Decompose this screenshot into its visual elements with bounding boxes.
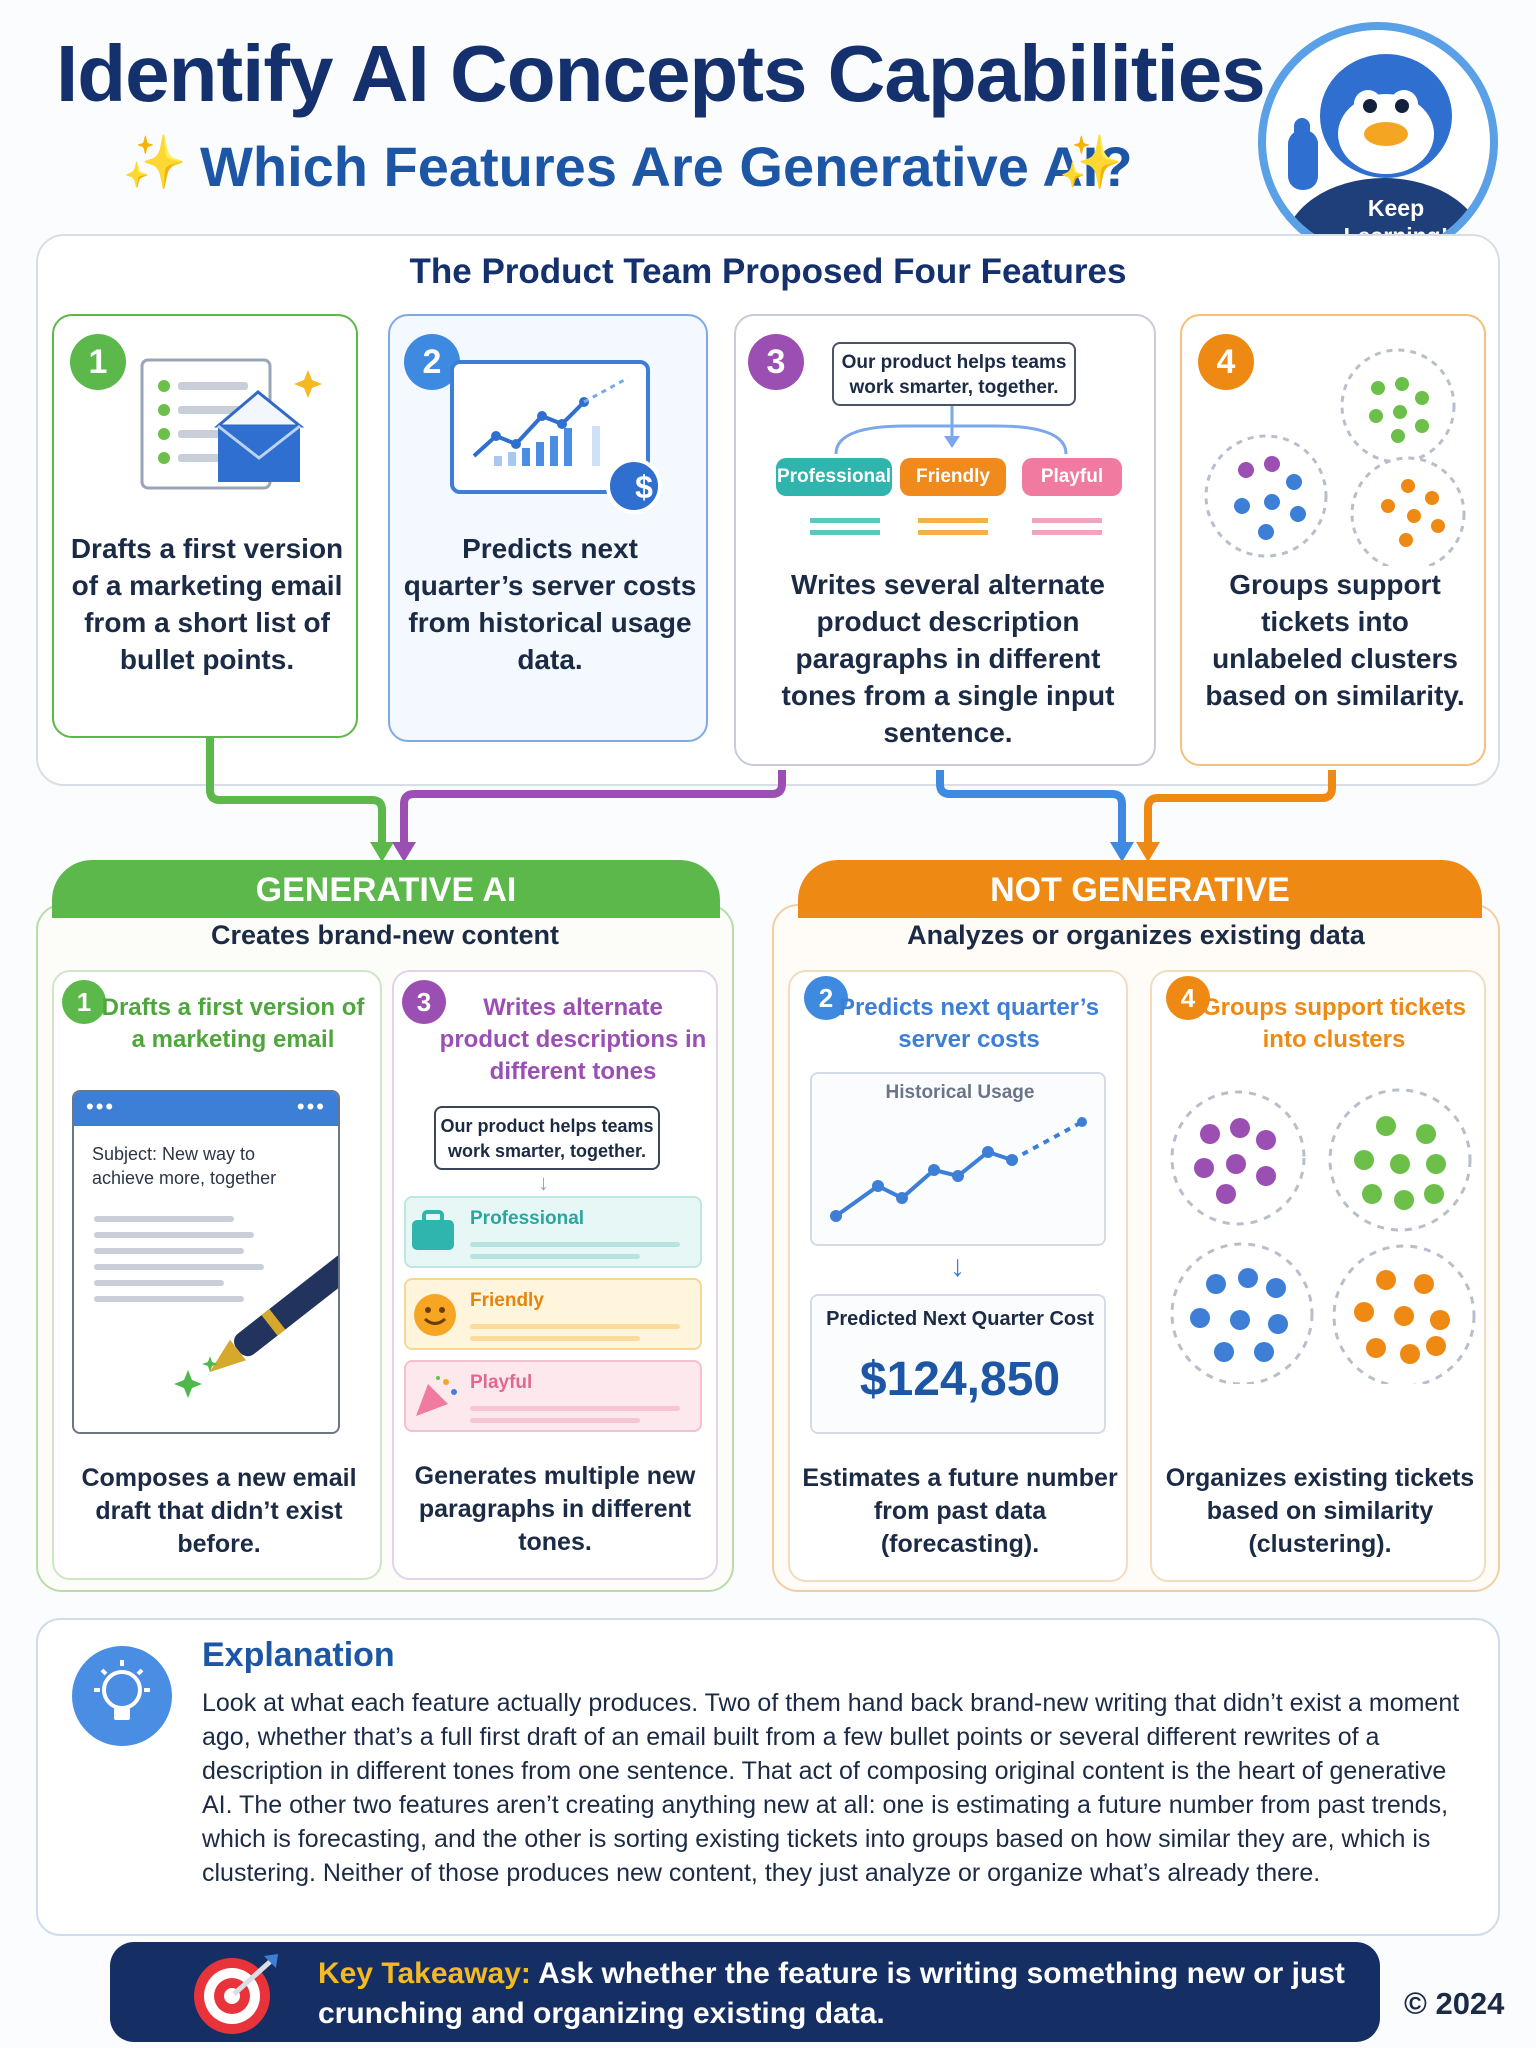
item-number-badge: 1	[62, 980, 106, 1024]
text-placeholder-line	[470, 1254, 640, 1259]
key-takeaway-label: Key Takeaway:	[318, 1957, 531, 1990]
feature-card-4: 4 Groups support tickets into unlabeled …	[1180, 314, 1486, 766]
tone-label: Professional	[470, 1208, 585, 1229]
feature-card-2: 2 $ Predicts next quarter’s server costs…	[388, 314, 708, 742]
predicted-cost-label: Predicted Next Quarter Cost	[826, 1308, 1094, 1330]
feature-number-badge: 4	[1198, 334, 1254, 390]
item-title: Writes alternate product descriptions in…	[439, 994, 707, 1085]
explanation-heading: Explanation	[202, 1636, 395, 1674]
predicted-cost-panel: Predicted Next Quarter Cost $124,850	[810, 1294, 1106, 1434]
party-popper-icon	[416, 1376, 457, 1416]
copyright-notice: © 2024	[1404, 1986, 1505, 2021]
item-description: Organizes existing tickets based on simi…	[1165, 1464, 1475, 1558]
not-generative-header: NOT GENERATIVE	[798, 860, 1482, 918]
arrow-down-icon: ↓	[538, 1170, 549, 1195]
text-placeholder-line	[470, 1336, 640, 1341]
item-description: Estimates a future number from past data…	[802, 1464, 1118, 1558]
input-sentence-box: Our product helps teams work smarter, to…	[832, 342, 1076, 406]
predicted-cost-value: $124,850	[859, 1353, 1061, 1406]
tone-tag-friendly: Friendly	[900, 458, 1006, 496]
feature-card-3: 3 Our product helps teams work smarter, …	[734, 314, 1156, 766]
feature-description: Groups support tickets into unlabeled cl…	[1205, 569, 1465, 711]
tone-branch-lines	[810, 406, 1102, 535]
email-subject-text: Subject: New way to achieve more, togeth…	[92, 1144, 277, 1188]
not-generative-item-2: 2 Predicts next quarter’s server costs H…	[788, 970, 1128, 1582]
clusters-icon	[1204, 348, 1466, 566]
text-placeholder-line	[470, 1418, 640, 1423]
key-takeaway-banner	[110, 1942, 1380, 2042]
not-generative-caption: Analyzes or organizes existing data	[907, 920, 1365, 950]
generative-item-1: 1 Drafts a first version of a marketing …	[52, 970, 382, 1580]
briefcase-icon	[412, 1210, 454, 1250]
item-description: Generates multiple new paragraphs in dif…	[414, 1462, 696, 1556]
key-takeaway-message: Ask whether the feature is writing somet…	[318, 1957, 1345, 2030]
generative-ai-caption: Creates brand-new content	[210, 920, 560, 950]
text-placeholder-line	[470, 1242, 680, 1247]
usage-trend-line	[830, 1117, 1087, 1222]
item-number-badge: 3	[402, 980, 446, 1024]
generative-ai-header: GENERATIVE AI	[52, 860, 720, 918]
input-sentence-box: Our product helps teams work smarter, to…	[434, 1106, 660, 1170]
lightbulb-icon	[72, 1646, 172, 1746]
tone-row-friendly: Friendly	[404, 1278, 702, 1350]
email-draft-window: ••• ••• Subject: New way to achieve more…	[72, 1090, 340, 1434]
category-connector-arrows	[206, 736, 1336, 862]
feature-description: Writes several alternate product descrip…	[781, 569, 1115, 748]
item-number-badge: 2	[804, 976, 848, 1020]
smiley-icon	[414, 1294, 456, 1336]
sparkle-icon: ✨	[122, 134, 187, 192]
sparkle-icon: ✨	[1058, 134, 1123, 192]
tone-tag-playful: Playful	[1022, 458, 1122, 496]
usage-chart-icon	[450, 360, 662, 514]
feature-card-1: 1 Drafts a first version of a marketing …	[52, 314, 358, 738]
mascot-avatar: Keep Learning!	[1258, 22, 1498, 262]
explanation-text: Look at what each feature actually produ…	[202, 1689, 1460, 1887]
feature-number-badge: 3	[748, 334, 804, 390]
tone-tag-professional: Professional	[776, 458, 892, 496]
text-placeholder-line	[470, 1324, 680, 1329]
arrow-down-icon: ↓	[950, 1250, 965, 1283]
explanation-panel	[36, 1618, 1500, 1936]
item-number-badge: 4	[1166, 976, 1210, 1020]
not-generative-item-4: 4 Groups support tickets into clusters O…	[1150, 970, 1486, 1582]
dollar-icon: $	[635, 469, 653, 505]
feature-number-badge: 1	[70, 334, 126, 390]
item-title: Groups support tickets into clusters	[1201, 994, 1467, 1053]
feature-description: Predicts next quarter’s server costs fro…	[403, 533, 697, 675]
tone-label: Friendly	[470, 1290, 544, 1311]
key-takeaway-text: Key Takeaway: Ask whether the feature is…	[318, 1954, 1358, 2034]
item-description: Composes a new email draft that didn’t e…	[81, 1464, 357, 1558]
email-envelope-icon	[140, 358, 322, 490]
tone-row-professional: Professional	[404, 1196, 702, 1268]
tone-row-playful: Playful	[404, 1360, 702, 1432]
feature-description: Drafts a first version of a marketing em…	[70, 533, 344, 675]
generative-item-3: 3 Writes alternate product descriptions …	[392, 970, 718, 1580]
page-subtitle: Which Features Are Generative AI?	[200, 135, 1133, 198]
ticket-clusters-icon	[1170, 1088, 1476, 1384]
pen-writing-icon	[94, 1216, 338, 1398]
proposed-features-heading: The Product Team Proposed Four Features	[409, 252, 1127, 291]
item-title: Predicts next quarter’s server costs	[838, 994, 1100, 1053]
tone-label: Playful	[470, 1372, 533, 1393]
page-title: Identify AI Concepts Capabilities	[56, 29, 1266, 118]
target-icon	[194, 1954, 278, 2034]
chart-title: Historical Usage	[885, 1082, 1035, 1103]
text-placeholder-line	[470, 1406, 680, 1411]
item-title: Drafts a first version of a marketing em…	[101, 994, 365, 1053]
window-title-bar: ••• •••	[74, 1092, 338, 1126]
historical-usage-chart: Historical Usage	[810, 1072, 1106, 1246]
